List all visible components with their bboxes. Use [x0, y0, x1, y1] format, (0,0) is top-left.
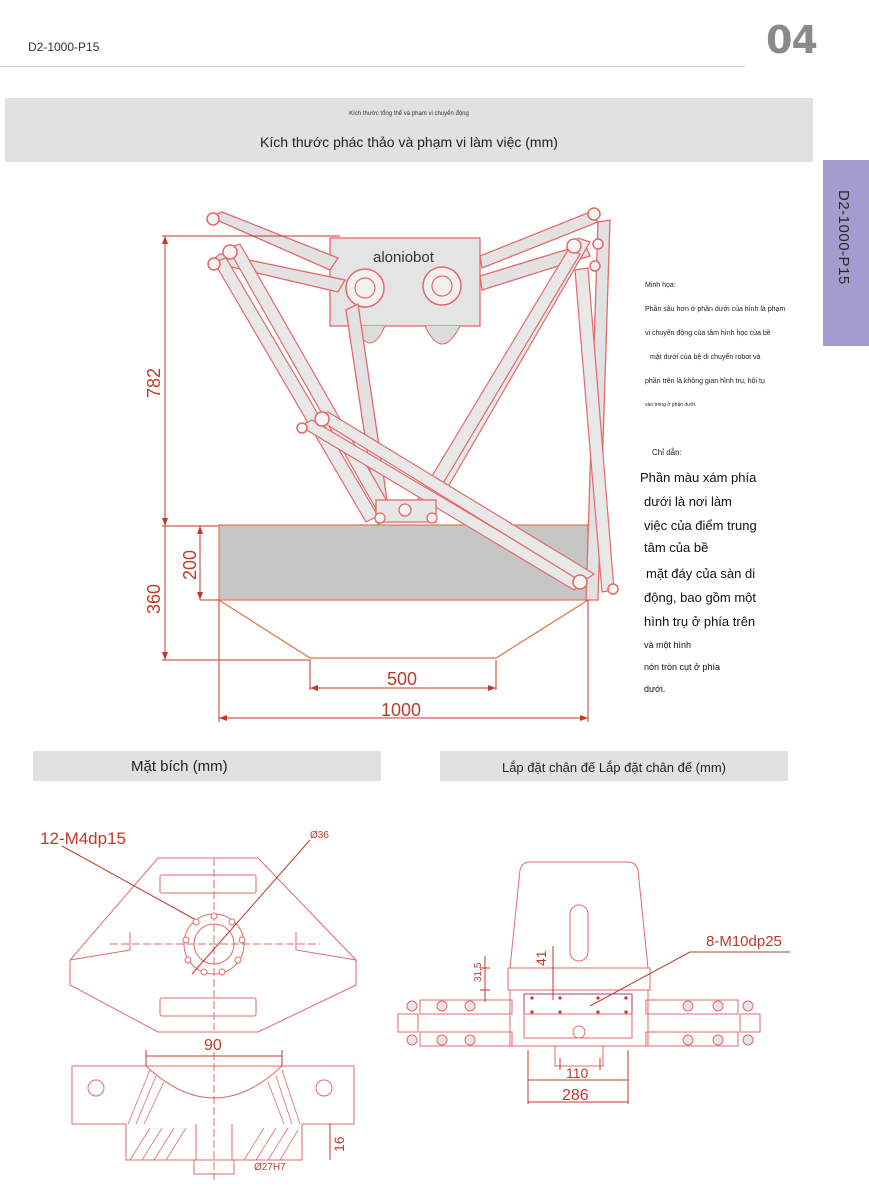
dim-top-width: 1000: [381, 700, 421, 720]
section-subtitle: Kích thước tổng thể và phạm vi chuyển độ…: [349, 111, 469, 117]
guide-line: dưới là nơi làm: [644, 494, 732, 509]
guide-line: động, bao gồm một: [644, 590, 757, 605]
base-thread-label: 8-M10dp25: [706, 933, 782, 950]
base-dim-286: 286: [562, 1087, 589, 1104]
guide-line: dưới.: [644, 684, 666, 694]
guide-line: và một hình: [644, 640, 692, 650]
base-dim-31-5: 31,5: [473, 962, 484, 982]
guide-line: hình trụ ở phía trên: [644, 614, 756, 629]
illustration-line: vào trong ở phần dưới.: [645, 402, 697, 408]
guide-note-title: Chỉ dẫn:: [652, 448, 682, 457]
right-motor-flange: [422, 266, 462, 306]
illustration-line: phần trên là không gian hình trụ, hội tụ: [645, 378, 765, 385]
illustration-line: Phần sâu hơn ở phần dưới của hình là phạ…: [645, 306, 786, 313]
side-tab-label: D2-1000-P15: [835, 190, 852, 285]
section-title: Kích thước phác thảo và phạm vi làm việc…: [260, 134, 558, 150]
workspace-cone-outline: [216, 599, 591, 659]
flange-title: Mặt bích (mm): [131, 758, 228, 775]
section-header-dimensions: Kích thước tổng thể và phạm vi chuyển độ…: [5, 98, 813, 162]
flange-bore-label: Ø27H7: [254, 1162, 286, 1173]
dim-bottom-width: 500: [387, 669, 417, 689]
dim-workspace-total: 360: [144, 584, 164, 614]
guide-line: nón tròn cụt ở phía: [644, 662, 720, 672]
guide-line: mặt đáy của sàn di: [646, 566, 756, 581]
section-header-flange: Mặt bích (mm): [33, 751, 381, 781]
workspace-area: [218, 524, 589, 659]
left-motor-flange: [345, 268, 385, 308]
section-header-base: Lắp đặt chân đế Lắp đặt chân đế (mm): [440, 751, 788, 781]
dim-workspace-cylinder: 200: [180, 550, 200, 580]
flange-depth-label: 16: [331, 1136, 347, 1152]
header-model-label: D2-1000-P15: [28, 40, 100, 54]
base-title: Lắp đặt chân đế Lắp đặt chân đế (mm): [501, 760, 727, 775]
robot-top-plate: [329, 237, 481, 327]
robot-brand-label: aloniobot: [373, 249, 435, 266]
page-number: 04: [766, 18, 818, 62]
guide-line: tâm của bề: [644, 540, 709, 555]
illustration-note-title: Minh họa:: [645, 282, 676, 289]
flange-width-label: 90: [204, 1037, 222, 1054]
illustration-line: mặt dưới của bệ di chuyển robot và: [650, 354, 761, 361]
flange-diameter-36: Ø36: [310, 830, 329, 841]
end-effector: [375, 499, 437, 523]
base-dim-41: 41: [533, 950, 549, 966]
base-dim-110: 110: [566, 1065, 589, 1081]
header-divider: [0, 66, 745, 67]
guide-line: việc của điểm trung: [644, 518, 757, 533]
dim-total-height: 782: [144, 368, 164, 398]
side-tab[interactable]: D2-1000-P15: [823, 160, 869, 346]
guide-line: Phần màu xám phía: [640, 470, 757, 485]
flange-thread-label: 12-M4dp15: [40, 829, 126, 848]
illustration-line: vi chuyển động của tâm hình học của bề: [645, 330, 771, 337]
